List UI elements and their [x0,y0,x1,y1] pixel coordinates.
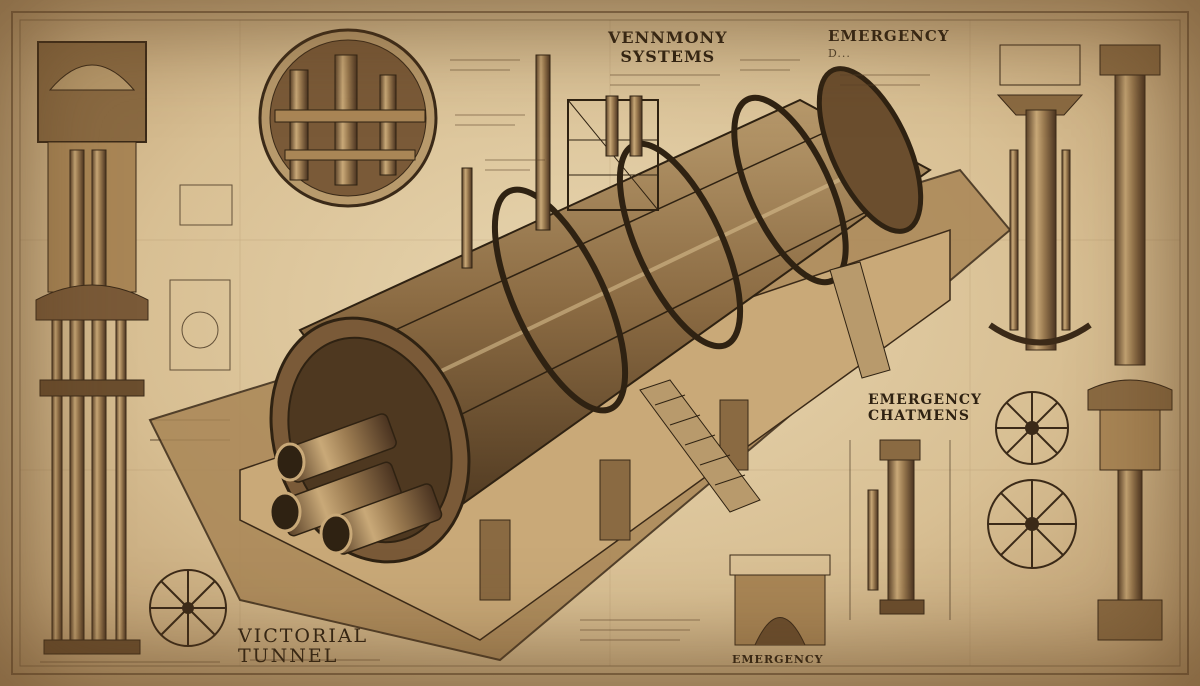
ventilation-label-line2: SYSTEMS [620,47,716,66]
emergency-chamber-column [849,439,951,620]
emergency-mid-line1: EMERGENCY [868,392,983,408]
emergency-chambers-label: EMERGENCY CHATMENS [868,392,982,424]
emergency-top-line1: EMERGENCY [828,27,950,45]
ventilation-label-line1: VENNMONY [608,28,728,47]
emergency-top-line2: D... [828,47,851,60]
valve-wheel-mid-right [987,479,1077,569]
staircases [639,261,891,513]
ventilation-systems-label: VENNMONY SYSTEMS [608,28,728,66]
valve-wheel-top-right [995,391,1069,465]
right-column-tower [988,44,1161,366]
outer-border [11,11,1189,675]
right-lower-column [1087,379,1173,641]
machinery-porthole [258,28,438,208]
front-pipe-outlets [268,413,443,555]
emergency-top-label: EMERGENCY D... [828,28,950,62]
annotation-scribbles [40,59,930,663]
top-scaffold [461,54,659,269]
victorian-line2: TUNNEL [238,645,339,667]
emergency-bottom-label: EMERGENCY [732,653,824,666]
bottom-engine-sketch [729,554,831,646]
valve-wheel-bottom-left [149,569,227,647]
victorian-line1: VICTORIAL [238,625,369,647]
victorian-tunnel-label: VICTORIAL TUNNEL [238,626,368,666]
left-column-tower [35,41,149,655]
emergency-mid-line2: CHATMENS [868,408,970,424]
inner-border [19,19,1181,667]
